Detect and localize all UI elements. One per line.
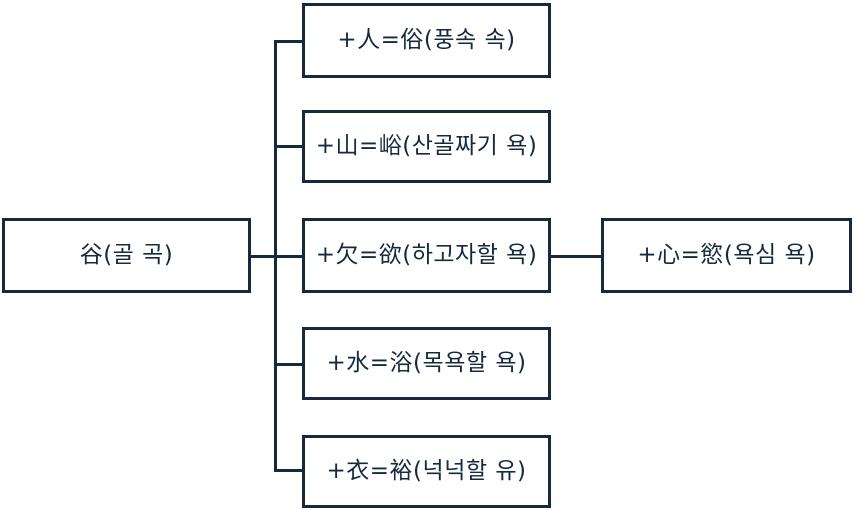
connector-leaf-link (551, 255, 601, 258)
connector-branch-1 (274, 40, 302, 43)
node-branch-2[interactable]: +山=峪(산골짜기 욕) (302, 110, 551, 183)
node-branch-5-label: +衣=裕(넉넉할 유) (326, 458, 527, 484)
connector-branch-4 (274, 363, 302, 366)
connector-branch-2 (274, 145, 302, 148)
node-branch-1-label: +人=俗(풍속 속) (337, 27, 516, 53)
node-branch-1[interactable]: +人=俗(풍속 속) (302, 3, 551, 78)
node-branch-2-label: +山=峪(산골짜기 욕) (315, 133, 538, 159)
connector-branch-5 (274, 469, 302, 472)
node-branch-3[interactable]: +欠=欲(하고자할 욕) (302, 218, 551, 293)
node-branch-5[interactable]: +衣=裕(넉넉할 유) (302, 435, 551, 508)
node-root-label: 谷(골 곡) (79, 242, 174, 268)
connector-root-stub (251, 255, 277, 258)
connector-branch-3 (274, 255, 302, 258)
node-branch-4-label: +水=浴(목욕할 욕) (326, 350, 527, 376)
node-root[interactable]: 谷(골 곡) (2, 218, 251, 293)
node-leaf-1-label: +心=慾(욕심 욕) (637, 242, 816, 268)
node-branch-4[interactable]: +水=浴(목욕할 욕) (302, 327, 551, 400)
node-leaf-1[interactable]: +心=慾(욕심 욕) (601, 218, 852, 293)
node-branch-3-label: +欠=欲(하고자할 욕) (315, 242, 538, 268)
